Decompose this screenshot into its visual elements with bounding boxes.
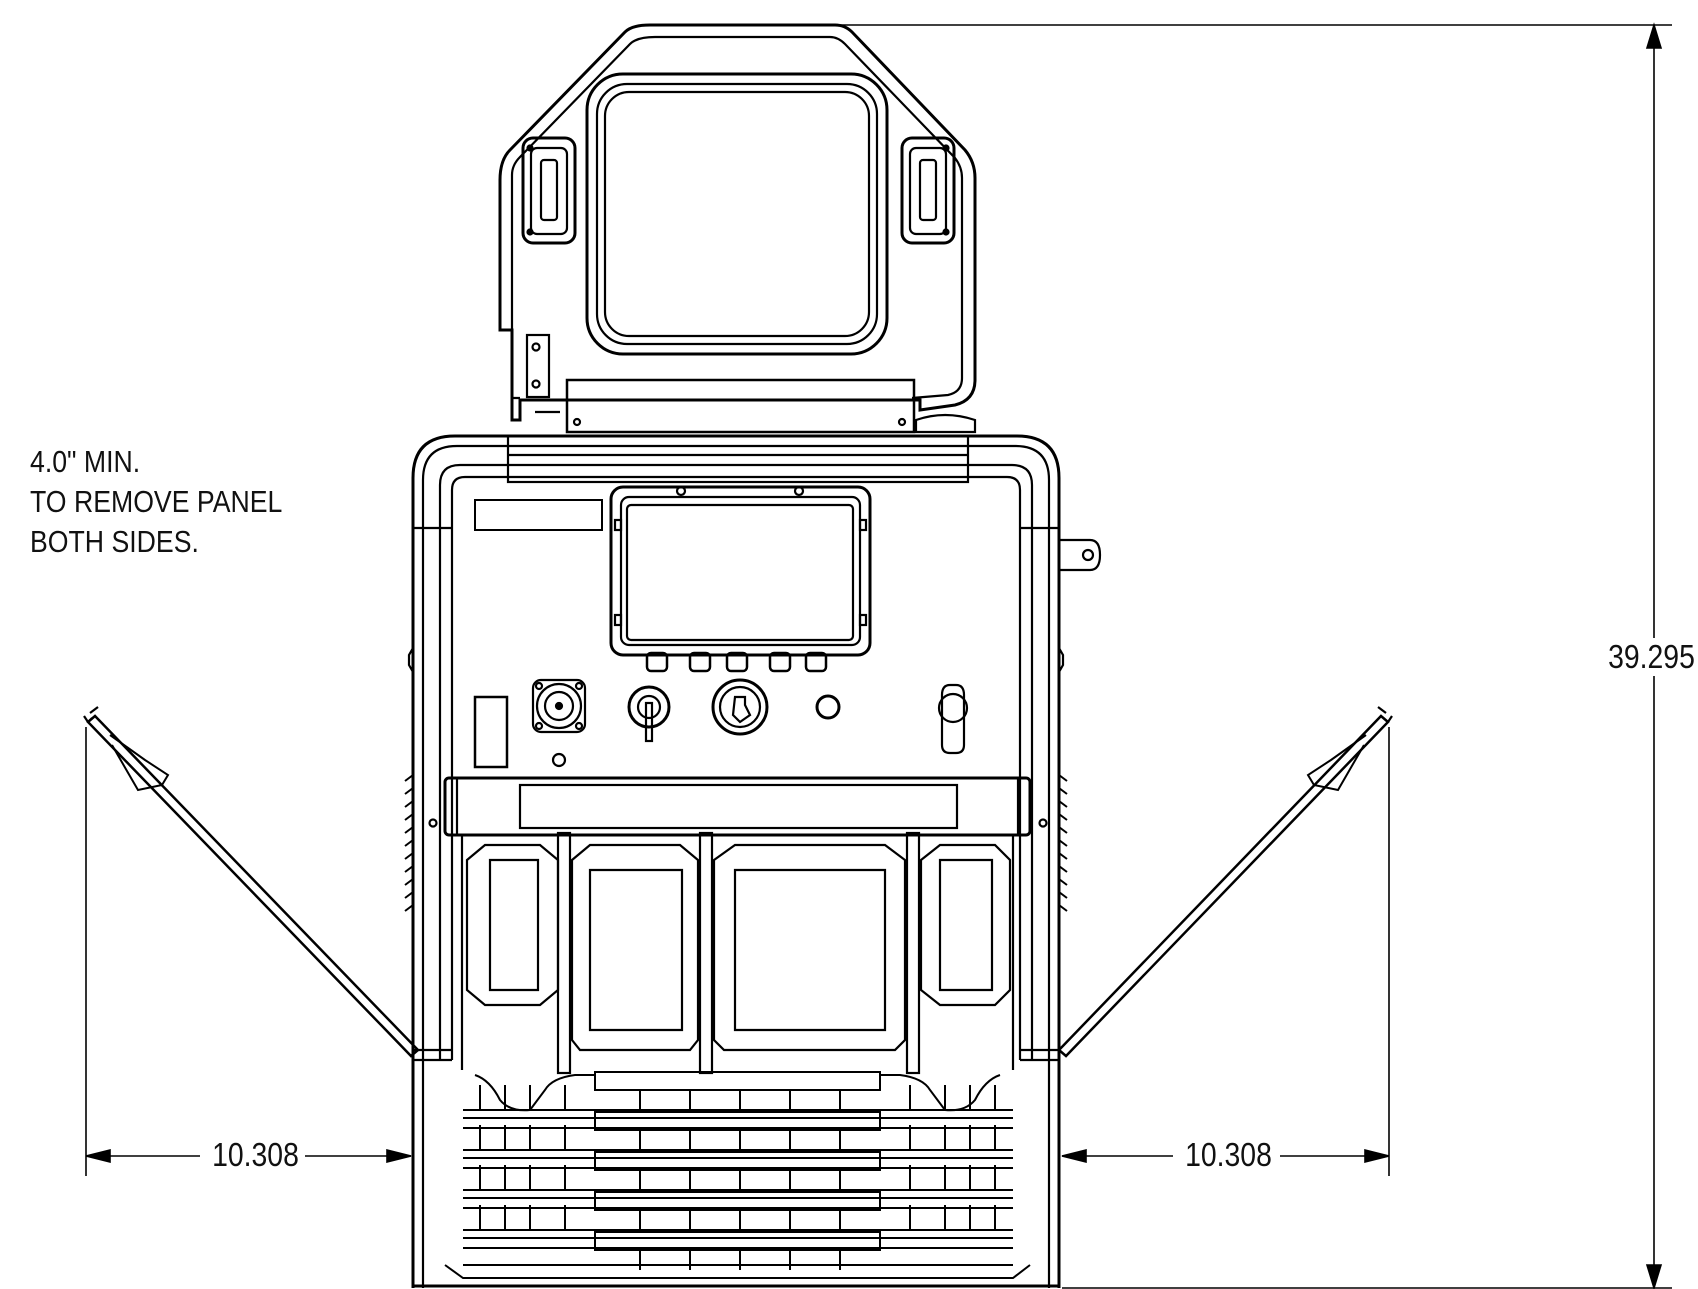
shelf-row-5 xyxy=(463,1231,1013,1266)
access-door xyxy=(473,695,509,769)
lower-compartments xyxy=(460,831,1015,1075)
left-vent-ticks xyxy=(404,774,414,912)
front-handle-bar xyxy=(443,776,1032,837)
hood-window-mid xyxy=(595,82,879,346)
panel-removal-note: 4.0" MIN. TO REMOVE PANEL BOTH SIDES. xyxy=(30,442,282,562)
left-clearance-label: 10.308 xyxy=(208,1136,303,1174)
right-vent-ticks xyxy=(1058,774,1068,912)
height-dimension-label: 39.295 xyxy=(1604,638,1698,676)
display-bezel-inner xyxy=(619,495,862,647)
right-clearance-dimension xyxy=(1061,727,1390,1176)
remote-connector xyxy=(531,678,587,768)
selector-knob xyxy=(711,678,769,736)
control-panel xyxy=(473,485,969,769)
top-hood xyxy=(498,23,977,434)
note-line-2: TO REMOVE PANEL xyxy=(30,484,283,519)
shelf-row-1 xyxy=(463,1071,1013,1119)
hood-window-outer xyxy=(585,72,889,356)
right-side-panel-open xyxy=(1057,706,1393,1058)
key-switch xyxy=(627,685,671,743)
height-dimension xyxy=(838,22,1672,1289)
shelf-row-4 xyxy=(463,1191,1013,1239)
main-cabinet xyxy=(407,434,1102,1288)
rotary-handle xyxy=(937,683,969,755)
shelf-row-2 xyxy=(463,1111,1013,1159)
hood-lower-plate xyxy=(565,378,916,434)
left-side-panel-open xyxy=(83,706,420,1058)
left-clearance-dimension xyxy=(85,727,412,1176)
display-screen xyxy=(625,503,855,642)
indicator-lamp xyxy=(815,694,841,720)
display-soft-keys xyxy=(645,651,828,673)
hinge-bracket xyxy=(525,333,560,414)
right-clearance-label: 10.308 xyxy=(1181,1136,1276,1174)
label-plate xyxy=(474,499,603,531)
shelf-row-3 xyxy=(463,1151,1013,1199)
shelf-stack xyxy=(413,1071,1059,1288)
hood-window-inner xyxy=(603,90,871,338)
hood-handle-right xyxy=(900,136,956,245)
hood-handle-left xyxy=(521,136,577,245)
note-line-3: BOTH SIDES. xyxy=(30,524,199,559)
display-bezel-outer xyxy=(609,485,872,657)
note-line-1: 4.0" MIN. xyxy=(30,444,141,479)
